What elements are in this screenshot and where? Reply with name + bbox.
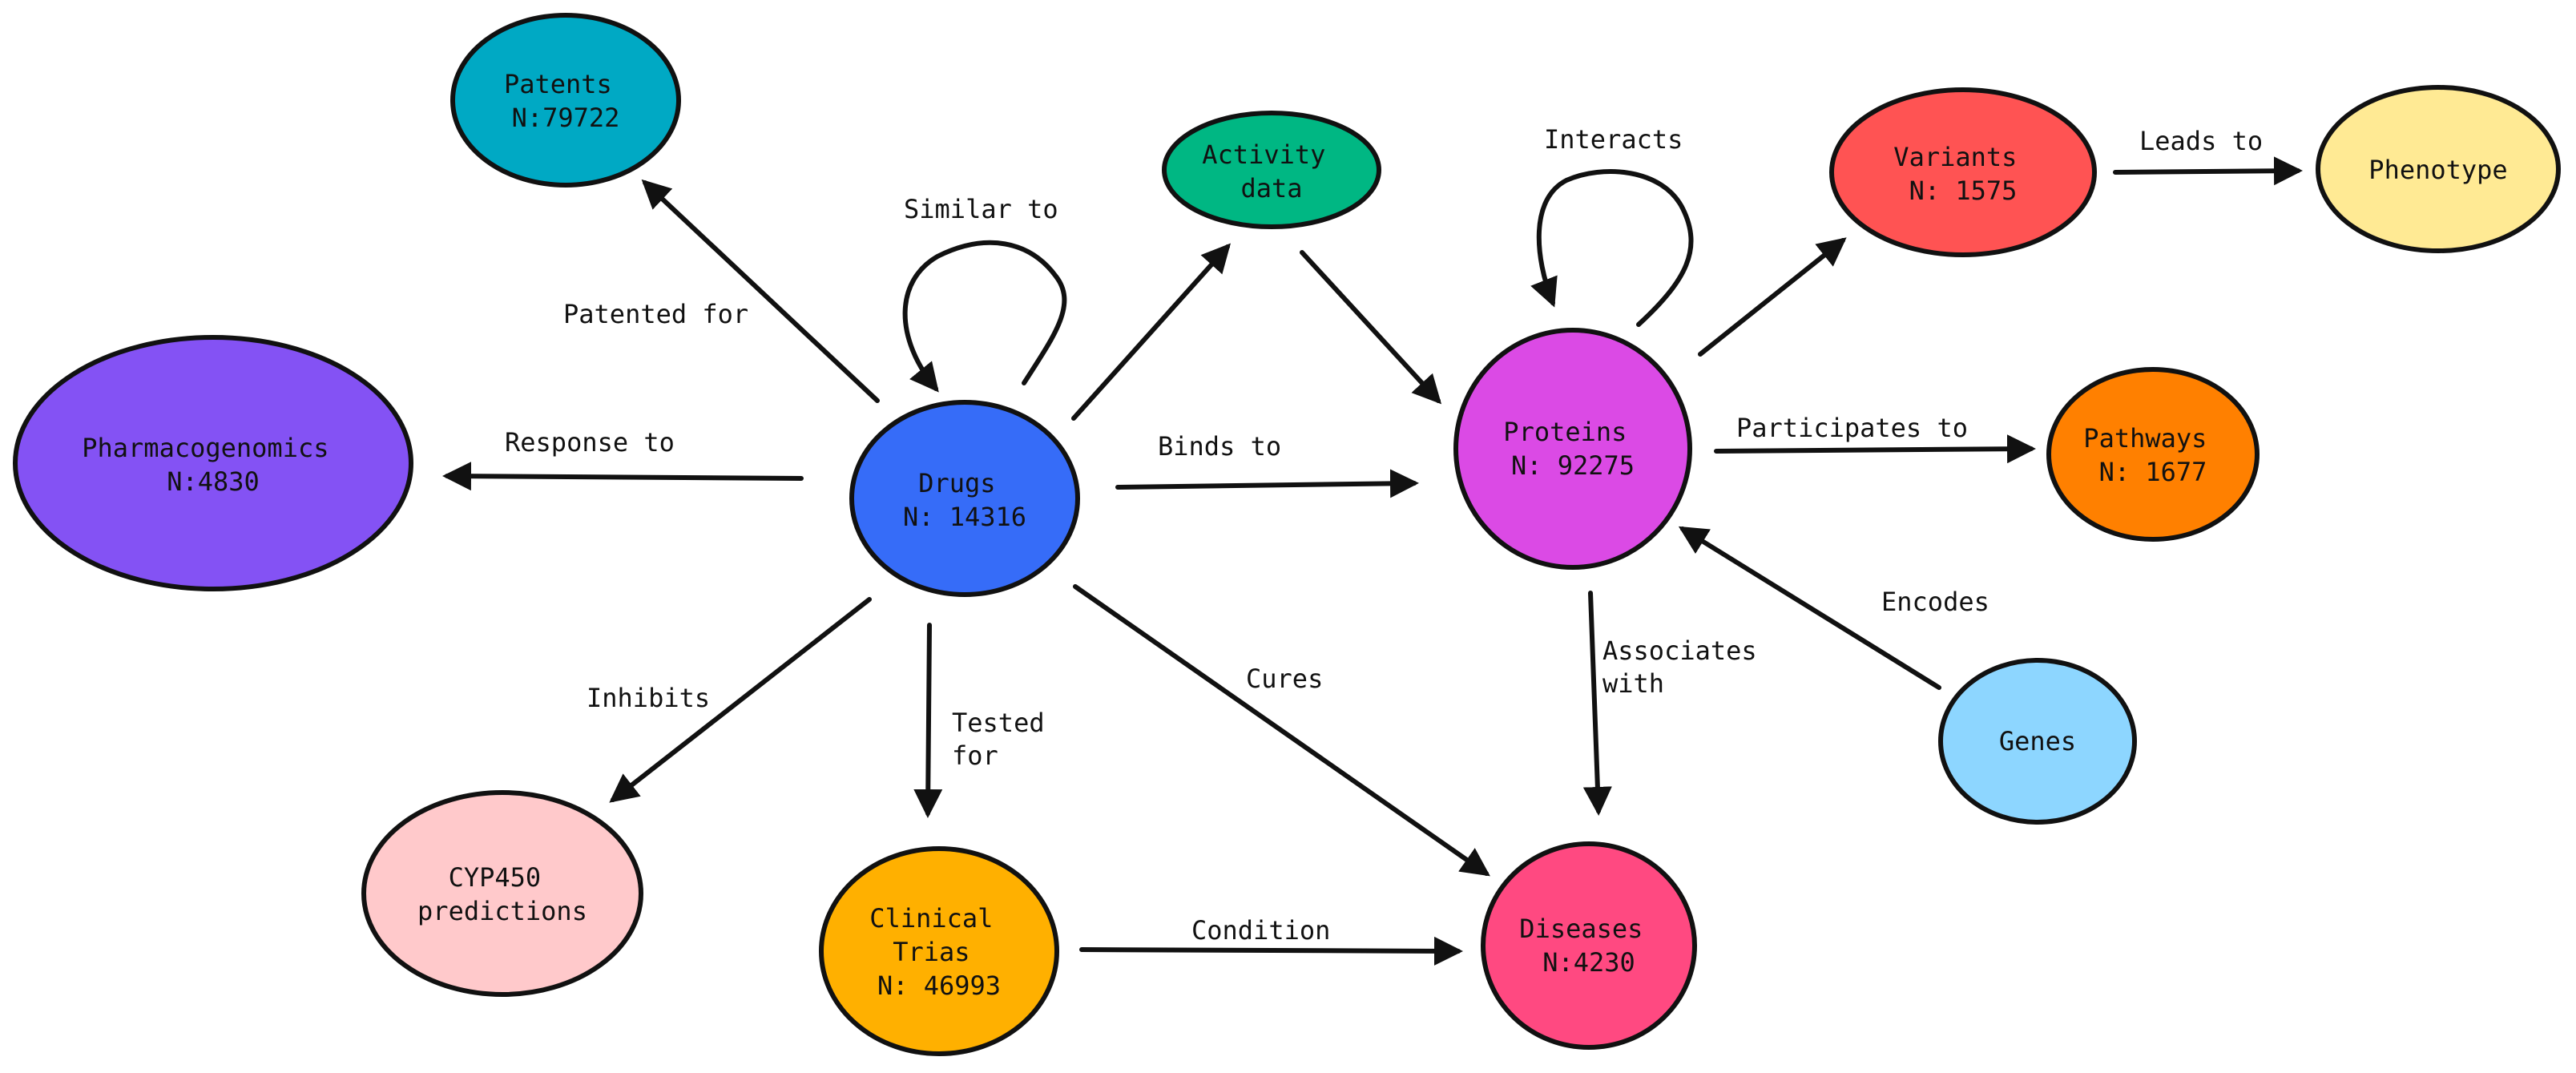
label-similar-to: Similar to: [904, 194, 1058, 224]
node-genes: Genes: [1938, 658, 2137, 825]
edge-similar-to: [902, 240, 1067, 393]
edges: [442, 156, 2303, 966]
edge-cures: [1073, 584, 1490, 877]
node-activity-data-shape: [1162, 111, 1381, 229]
node-cyp450: CYP450 predictions: [361, 790, 643, 997]
edge-inhibits: [609, 597, 872, 803]
node-patents-shape: [450, 13, 681, 188]
label-tested-for: Tested for: [952, 708, 1060, 771]
label-patented-for: Patented for: [563, 299, 748, 329]
label-participates-to: Participates to: [1736, 413, 1968, 443]
node-variants-shape: [1829, 87, 2097, 257]
node-phenotype-shape: [2316, 85, 2561, 253]
node-drugs-shape: [849, 400, 1080, 597]
node-cyp450-label: CYP450 predictions: [417, 862, 587, 926]
node-drugs: Drugs N: 14316: [849, 400, 1080, 597]
node-activity-data-label: Activity data: [1202, 139, 1340, 204]
edge-leads-to: [2113, 156, 2303, 186]
node-pathways-shape: [2046, 367, 2260, 542]
label-associates-with: Associates with: [1602, 635, 1772, 699]
edge-participates-to: [1714, 434, 2036, 464]
node-patents: Patents N:79722: [450, 13, 681, 188]
node-pharmacogenomics-label: Pharmacogenomics N:4830: [82, 433, 345, 497]
edge-interacts: [1530, 169, 1694, 327]
label-interacts: Interacts: [1544, 124, 1683, 155]
node-diseases-label: Diseases N:4230: [1519, 914, 1658, 978]
node-genes-label: Genes: [1999, 726, 2076, 756]
node-genes-shape: [1938, 658, 2137, 825]
node-phenotype: Phenotype: [2316, 85, 2561, 253]
edge-condition: [1079, 936, 1463, 966]
label-inhibits: Inhibits: [587, 683, 710, 713]
node-proteins-label: Proteins N: 92275: [1503, 417, 1642, 481]
edge-labels: Similar to Patented for Response to Bind…: [505, 124, 2263, 946]
node-diseases: Diseases N:4230: [1481, 841, 1697, 1050]
label-binds-to: Binds to: [1158, 431, 1281, 462]
edge-tested-for: [913, 623, 943, 818]
node-clinical-trias-shape: [819, 846, 1059, 1056]
label-cures: Cures: [1246, 664, 1323, 694]
edge-encodes: [1678, 526, 1941, 690]
edge-patented-for: [641, 179, 880, 403]
edge-activity-proteins: [1300, 250, 1442, 405]
node-pharmacogenomics: Pharmacogenomics N:4830: [13, 335, 413, 591]
node-pharmacogenomics-shape: [13, 335, 413, 591]
node-clinical-trias-label: Clinical Trias N: 46993: [869, 903, 1008, 1001]
node-proteins: Proteins N: 92275: [1453, 328, 1692, 570]
label-condition: Condition: [1191, 915, 1330, 946]
nodes: Patents N:79722 Activity data Variants N…: [13, 13, 2561, 1056]
node-variants: Variants N: 1575: [1829, 87, 2097, 257]
node-variants-label: Variants N: 1575: [1893, 142, 2032, 206]
node-cyp450-shape: [361, 790, 643, 997]
label-encodes: Encodes: [1881, 587, 1989, 617]
label-response-to: Response to: [505, 427, 675, 458]
edge-proteins-variants: [1698, 237, 1847, 357]
node-drugs-label: Drugs N: 14316: [903, 468, 1026, 532]
node-phenotype-label: Phenotype: [2368, 155, 2507, 185]
node-activity-data: Activity data: [1162, 111, 1381, 229]
edge-response-to: [442, 462, 804, 491]
node-pathways: Pathways N: 1677: [2046, 367, 2260, 542]
edge-drugs-activity: [1071, 243, 1232, 421]
label-leads-to: Leads to: [2139, 126, 2263, 156]
node-proteins-shape: [1453, 328, 1692, 570]
node-pathways-label: Pathways N: 1677: [2083, 423, 2222, 487]
edge-binds-to: [1115, 469, 1419, 498]
node-clinical-trias: Clinical Trias N: 46993: [819, 846, 1059, 1056]
node-patents-label: Patents N:79722: [504, 69, 627, 133]
node-diseases-shape: [1481, 841, 1697, 1050]
edge-associates-with: [1582, 591, 1612, 816]
